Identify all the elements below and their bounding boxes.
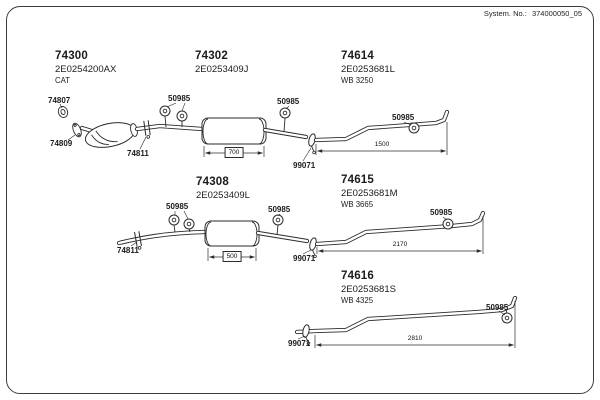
callout-gasket-74807[interactable]: 74807 [48, 96, 71, 105]
callout-hanger-50985-74616[interactable]: 50985 [486, 303, 509, 312]
callout-hanger-50985-row2-right[interactable]: 50985 [268, 205, 291, 214]
group-74616: 74616 2E0253681S WB 4325 [341, 269, 396, 306]
pipe-row2-outlet-art [255, 214, 322, 259]
part-code-74308: 2E0253409L [196, 189, 250, 201]
part-code-74302: 2E0253409J [195, 63, 249, 75]
part-number-74616[interactable]: 74616 [341, 270, 374, 282]
part-code-74616: 2E0253681S [341, 283, 396, 295]
dimension-700-muffler-74302: 700 [224, 147, 244, 158]
callout-hanger-50985-row2-left[interactable]: 50985 [166, 202, 189, 211]
system-number-value: 374000050_05 [531, 9, 582, 18]
system-number-label: System. No.: [483, 9, 527, 18]
part-number-74302[interactable]: 74302 [195, 50, 228, 62]
callout-hanger-50985-74615[interactable]: 50985 [430, 208, 453, 217]
part-number-74300[interactable]: 74300 [55, 50, 88, 62]
callout-clamp-74811-row1[interactable]: 74811 [127, 149, 149, 158]
group-74308: 74308 2E0253409L [196, 175, 250, 202]
dimension-1500-pipe-74614: 1500 [373, 141, 391, 149]
callout-clamp-99071-row2[interactable]: 99071 [293, 254, 316, 263]
part-number-74308[interactable]: 74308 [196, 176, 229, 188]
muffler-74302-art [201, 117, 267, 145]
muffler-74308-art [204, 220, 260, 247]
callout-hanger-50985-row1-right[interactable]: 50985 [277, 97, 300, 106]
pipe-row1-art [134, 105, 205, 140]
callout-hanger-50985-74614[interactable]: 50985 [392, 113, 415, 122]
pipe-row1-outlet-art [262, 107, 321, 155]
part-number-74615[interactable]: 74615 [341, 174, 374, 186]
part-note-74614: WB 3250 [341, 76, 374, 86]
callout-flange-74809[interactable]: 74809 [50, 139, 73, 148]
system-number: System. No.: 374000050_05 [484, 9, 582, 18]
dimension-2810-pipe-74616: 2810 [406, 335, 424, 343]
group-74615: 74615 2E0253681M WB 3665 [341, 173, 398, 210]
dimension-500-muffler-74308: 500 [222, 251, 242, 262]
leader-lines [59, 102, 506, 340]
part-note-74615: WB 3665 [341, 200, 374, 210]
callout-clamp-99071-row1[interactable]: 99071 [293, 161, 316, 170]
part-note-74300: CAT [55, 76, 71, 86]
part-number-74614[interactable]: 74614 [341, 50, 374, 62]
group-74302: 74302 2E0253409J [195, 49, 248, 76]
callout-hanger-50985-row1-left[interactable]: 50985 [168, 94, 191, 103]
callout-clamp-99071-row3[interactable]: 99071 [288, 339, 311, 348]
catalytic-converter-74300-art [57, 106, 138, 148]
tailpipe-74615-art [314, 210, 486, 247]
group-74614: 74614 2E0253681L WB 3250 [341, 49, 395, 86]
tailpipe-74614-art [313, 109, 450, 143]
part-code-74615: 2E0253681M [341, 187, 398, 199]
part-code-74300: 2E0254200AX [55, 63, 117, 75]
dimension-lines [203, 122, 516, 348]
group-74300: 74300 2E0254200AX CAT [55, 49, 116, 86]
part-note-74616: WB 4325 [341, 296, 374, 306]
tailpipe-74616-art [294, 295, 518, 346]
callout-clamp-74811-row2[interactable]: 74811 [117, 246, 139, 255]
part-code-74614: 2E0253681L [341, 63, 395, 75]
dimension-2170-pipe-74615: 2170 [391, 241, 409, 249]
pipe-row2-art [116, 214, 207, 251]
